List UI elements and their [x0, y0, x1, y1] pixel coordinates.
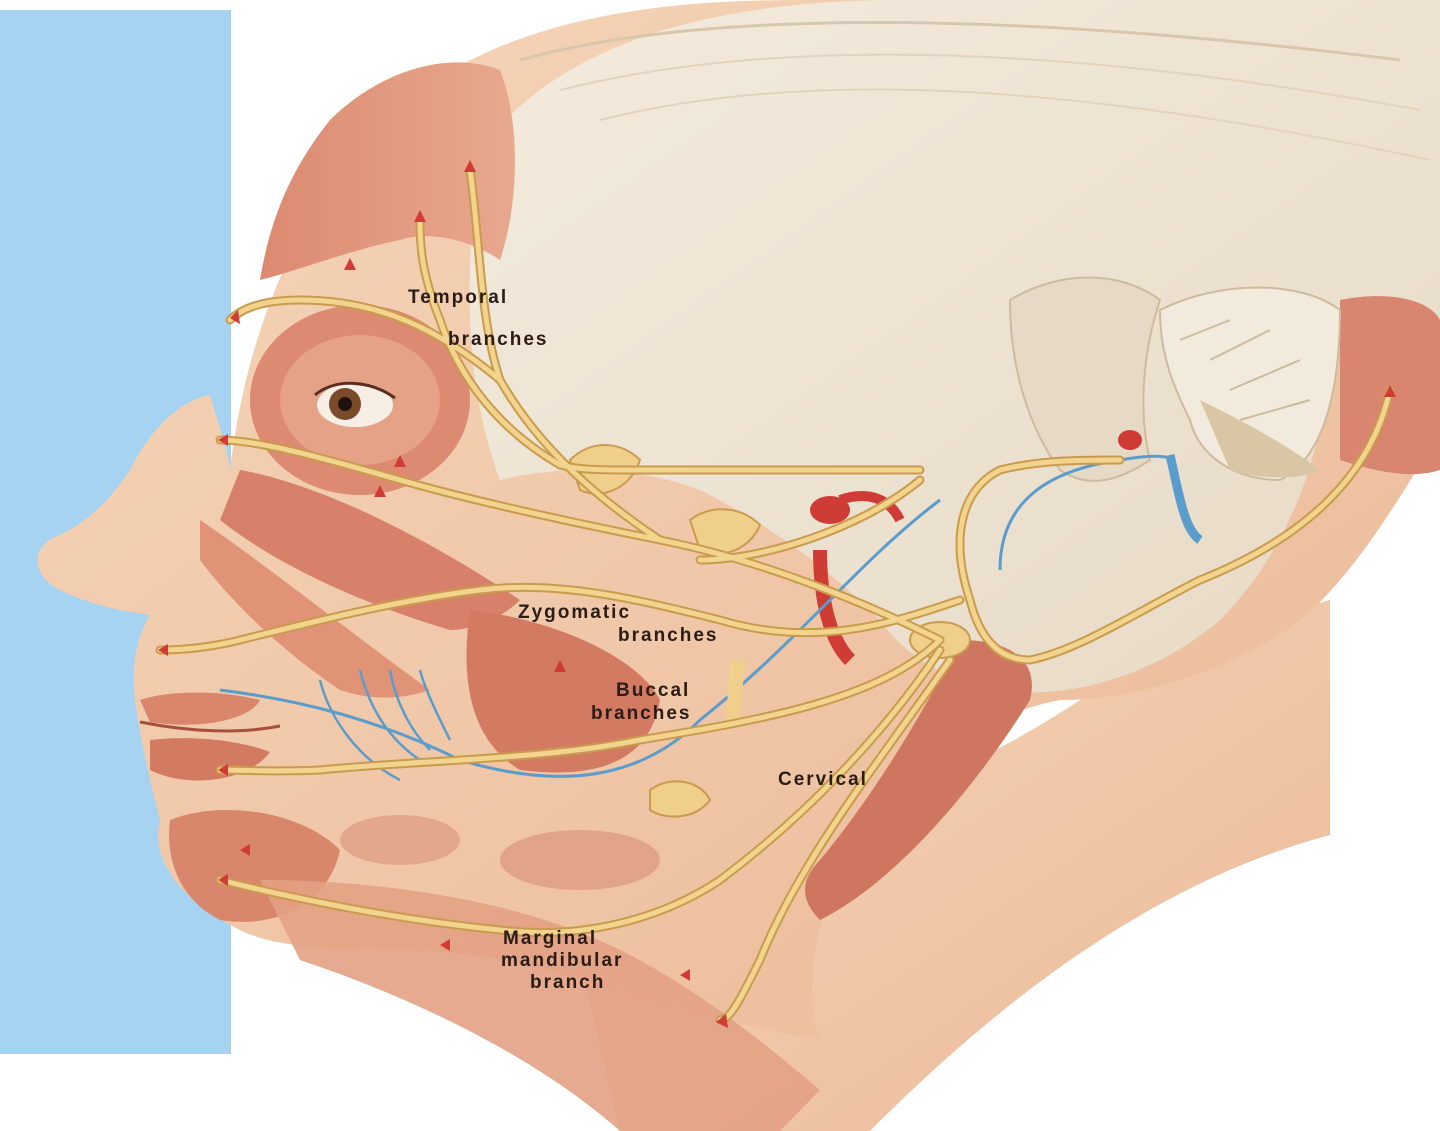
skull [469, 0, 1440, 693]
zygomaticus-muscles [220, 470, 520, 630]
nerve-terminal-arrows [158, 160, 1396, 1028]
buccal-branches-label-line1: Buccal [616, 680, 691, 701]
sternocleidomastoid-muscle [805, 640, 1032, 920]
marginal-mandibular-label-line2: mandibular [501, 950, 624, 971]
submandibular-ganglion [649, 780, 712, 818]
cervical-branch-label: Cervical [778, 769, 868, 790]
chorda-tympani-blue [1165, 454, 1203, 544]
temporal-branches-label-line2: branches [448, 329, 549, 350]
upper-lip [140, 692, 260, 725]
submandibular-gland [500, 830, 660, 890]
tongue-dorsum [726, 660, 745, 720]
buccal-branches-label-line2: branches [591, 703, 692, 724]
zygomatic-branches-label-line1: Zygomatic [518, 602, 632, 623]
platysma-muscle [260, 880, 820, 1131]
frontalis-muscle [260, 62, 515, 280]
temporal-branches-label-line1: Temporal [408, 287, 509, 308]
zygomatic-branches-label-line2: branches [618, 625, 719, 646]
marginal-mandibular-label-line3: branch [530, 972, 606, 993]
sigmoid-sinus [1200, 400, 1320, 478]
facial-nerve-branches-core [157, 167, 1393, 1023]
artery [813, 549, 856, 665]
masseter-muscle [466, 610, 660, 773]
marginal-mandibular-label-line1: Marginal [503, 928, 598, 949]
temporal-bone [1008, 276, 1162, 482]
